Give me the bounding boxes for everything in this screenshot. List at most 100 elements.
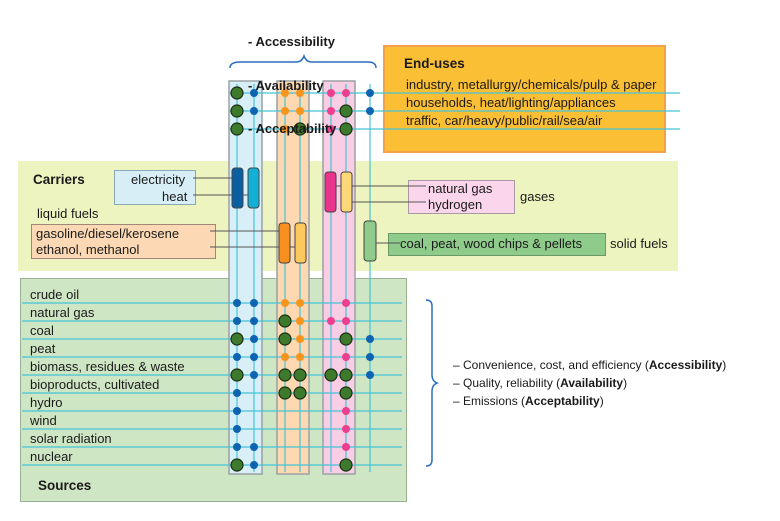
carriers-title: Carriers (33, 172, 85, 187)
green-dot (324, 368, 338, 382)
source-biomass: biomass, residues & waste (30, 359, 185, 374)
green-dot (339, 386, 353, 400)
pink-dot (342, 353, 350, 361)
blue-dot (366, 335, 374, 343)
orange-dot (281, 299, 289, 307)
source-bioproducts: bioproducts, cultivated (30, 377, 160, 392)
green-dot (230, 368, 244, 382)
blue-dot (250, 443, 258, 451)
pink-dot (327, 125, 335, 133)
blue-dot (233, 389, 241, 397)
green-dot (230, 122, 244, 136)
carrier-heat-label: heat (162, 189, 188, 204)
green-dot (339, 122, 353, 136)
orange-dot (296, 89, 304, 97)
blue-dot (250, 335, 258, 343)
criteria-detail-availability: – Quality, reliability (Availability) (453, 374, 726, 392)
detail-suffix: ) (599, 394, 604, 408)
green-dot (293, 386, 307, 400)
blue-dot (250, 317, 258, 325)
gasoline-bar (278, 222, 291, 264)
liquid-fuels-box (31, 224, 216, 259)
blue-dot (233, 425, 241, 433)
end-uses-panel (383, 45, 666, 153)
green-dot (293, 122, 307, 136)
criteria-accessibility: - Accessibility (248, 34, 335, 49)
pink-dot (342, 425, 350, 433)
solid-fuels-label: solid fuels (610, 236, 668, 251)
source-peat: peat (30, 341, 56, 356)
criteria-details: – Convenience, cost, and efficiency (Acc… (453, 356, 726, 410)
green-dot (339, 104, 353, 118)
orange-dot (296, 107, 304, 115)
detail-suffix: ) (722, 358, 727, 372)
blue-dot (233, 353, 241, 361)
end-use-industry: industry, metallurgy/chemicals/pulp & pa… (406, 77, 657, 92)
solid-fuels-bar (363, 220, 377, 262)
blue-dot (250, 299, 258, 307)
pink-dot (342, 317, 350, 325)
source-crude-oil: crude oil (30, 287, 80, 302)
ethanol-bar (294, 222, 307, 264)
blue-dot (233, 299, 241, 307)
detail-text: – Convenience, cost, and efficiency ( (453, 358, 649, 372)
blue-dot (250, 461, 258, 469)
carrier-solid-label: coal, peat, wood chips & pellets (400, 236, 583, 251)
source-wind: wind (30, 413, 57, 428)
blue-dot (366, 89, 374, 97)
orange-dot (296, 317, 304, 325)
carrier-natural-gas-label: natural gas (428, 181, 493, 196)
gases-column (322, 80, 356, 475)
end-uses-title: End-uses (404, 56, 465, 71)
blue-dot (250, 107, 258, 115)
green-dot (293, 368, 307, 382)
top-brace (229, 53, 377, 69)
orange-dot (296, 353, 304, 361)
blue-dot (250, 353, 258, 361)
orange-dot (296, 299, 304, 307)
end-use-traffic: traffic, car/heavy/public/rail/sea/air (406, 113, 603, 128)
detail-bold: Accessibility (648, 358, 723, 372)
source-natural-gas: natural gas (30, 305, 95, 320)
source-nuclear: nuclear (30, 449, 73, 464)
pink-dot (342, 407, 350, 415)
carrier-ethanol-label: ethanol, methanol (36, 242, 140, 257)
green-dot (278, 332, 292, 346)
end-use-households: households, heat/lighting/appliances (406, 95, 616, 110)
hydrogen-bar (340, 171, 353, 213)
carrier-electricity-label: electricity (131, 172, 186, 187)
orange-dot (281, 107, 289, 115)
criteria-availability: - Availability (248, 77, 324, 93)
pink-dot (327, 89, 335, 97)
solid-fuels-box (388, 233, 606, 256)
green-dot (339, 368, 353, 382)
liquid-fuels-column (276, 80, 310, 475)
criteria-detail-accessibility: – Convenience, cost, and efficiency (Acc… (453, 356, 726, 374)
natural-gas-bar (324, 171, 337, 213)
blue-dot (366, 371, 374, 379)
detail-text: – Quality, reliability ( (453, 376, 561, 390)
green-dot (230, 104, 244, 118)
criteria-acceptability: - Acceptability (248, 121, 337, 136)
detail-text: – Emissions ( (453, 394, 526, 408)
green-dot (230, 86, 244, 100)
blue-dot (366, 353, 374, 361)
orange-dot (281, 125, 289, 133)
criteria-detail-acceptability: – Emissions (Acceptability) (453, 392, 726, 410)
detail-bold: Availability (560, 376, 624, 390)
pink-dot (327, 107, 335, 115)
green-dot (278, 386, 292, 400)
electricity-bar (231, 167, 244, 209)
blue-dot (366, 107, 374, 115)
detail-suffix: ) (623, 376, 628, 390)
blue-dot (250, 371, 258, 379)
carrier-gasoline-label: gasoline/diesel/kerosene (36, 226, 180, 241)
pink-dot (342, 443, 350, 451)
source-hydro: hydro (30, 395, 63, 410)
gases-label: gases (520, 189, 555, 204)
blue-dot (233, 317, 241, 325)
orange-dot (296, 335, 304, 343)
sources-title: Sources (38, 478, 92, 493)
pink-dot (342, 89, 350, 97)
